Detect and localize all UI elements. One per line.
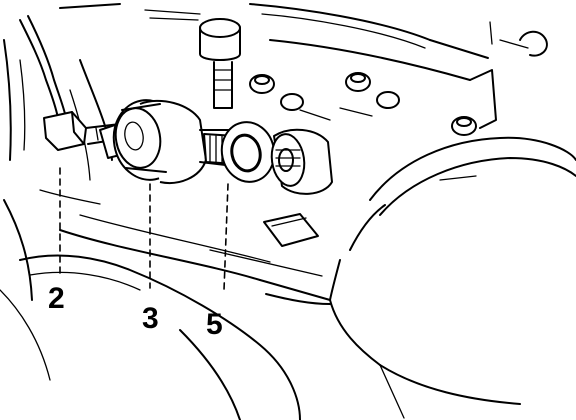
seal-ring (220, 121, 276, 183)
sensor-bore (263, 128, 333, 247)
callout-3: 3 (142, 302, 159, 335)
callout-5: 5 (206, 308, 223, 341)
sensor-wire (19, 15, 67, 119)
engine-block-outline (0, 3, 576, 420)
callout-labels: 2 3 5 (48, 282, 223, 341)
assembly-axis (59, 167, 229, 291)
top-bolt (199, 18, 241, 109)
temperature-sensor (99, 99, 237, 184)
callout-2: 2 (48, 282, 65, 315)
background-studs (249, 72, 477, 136)
